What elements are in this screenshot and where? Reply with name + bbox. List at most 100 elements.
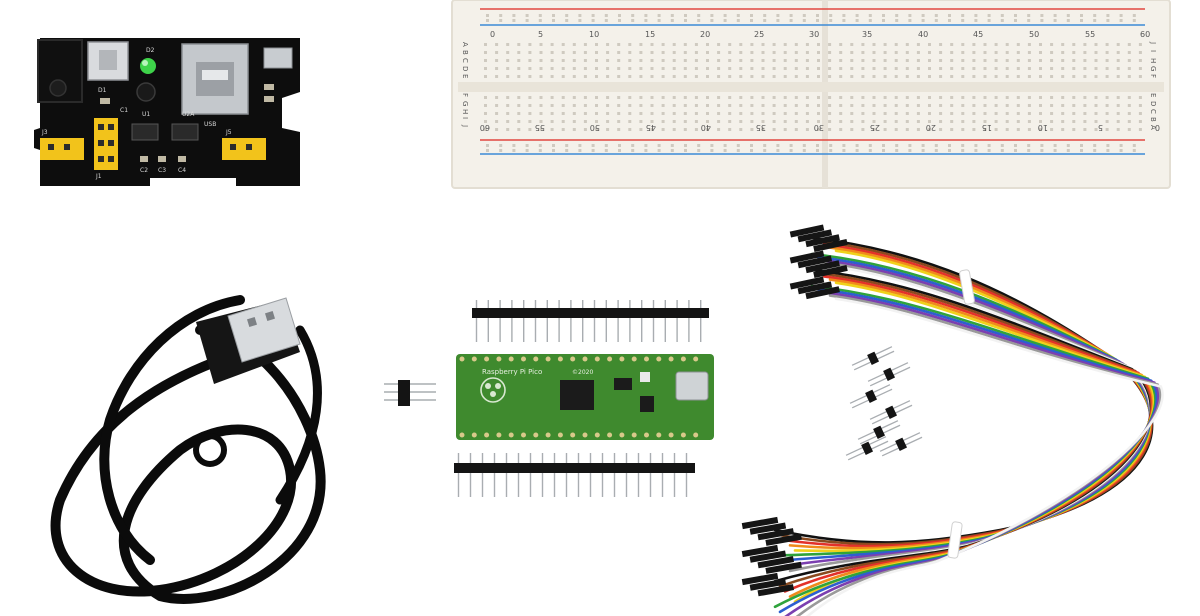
rail-hole bbox=[618, 144, 621, 147]
breadboard-hole bbox=[794, 51, 798, 54]
breadboard-hole bbox=[606, 96, 610, 99]
breadboard-hole bbox=[872, 67, 876, 70]
breadboard-hole bbox=[1061, 43, 1065, 46]
rail-hole bbox=[763, 14, 767, 17]
rail-hole bbox=[868, 14, 872, 17]
breadboard-hole bbox=[961, 128, 965, 131]
breadboard-hole bbox=[1105, 120, 1109, 123]
rail-hole bbox=[776, 14, 780, 17]
rail-hole bbox=[486, 14, 489, 17]
breadboard-hole bbox=[883, 43, 887, 46]
breadboard-hole bbox=[517, 128, 521, 131]
breadboard-number: 0 bbox=[490, 30, 495, 39]
rail-hole bbox=[934, 144, 938, 147]
breadboard-hole bbox=[1094, 112, 1098, 115]
breadboard-hole bbox=[683, 96, 687, 99]
rail-hole bbox=[816, 144, 819, 147]
breadboard-hole bbox=[717, 120, 721, 123]
breadboard-hole bbox=[728, 43, 732, 46]
breadboard-hole bbox=[1116, 51, 1120, 54]
breadboard-number: 50 bbox=[1029, 30, 1039, 39]
rail-hole bbox=[948, 144, 951, 147]
breadboard-hole bbox=[583, 128, 587, 131]
breadboard-hole bbox=[484, 128, 487, 131]
jumper-connector bbox=[749, 522, 787, 535]
breadboard-hole bbox=[928, 67, 931, 70]
breadboard-hole bbox=[1105, 59, 1109, 62]
usb-plug-hole bbox=[265, 311, 275, 321]
breadboard-hole bbox=[805, 43, 809, 46]
pico-pad bbox=[668, 356, 674, 362]
jumper-connector bbox=[789, 224, 825, 238]
breadboard-hole bbox=[750, 104, 754, 107]
breadboard-number: 60 bbox=[480, 123, 490, 132]
breadboard-hole bbox=[661, 43, 665, 46]
breadboard-hole bbox=[1127, 51, 1131, 54]
rail-hole bbox=[631, 14, 635, 17]
pico-brand-text: Raspberry Pi Pico bbox=[482, 368, 542, 376]
header-plastic bbox=[867, 351, 880, 365]
jumper-connector bbox=[741, 544, 779, 558]
breadboard-hole bbox=[628, 75, 632, 78]
breadboard-row-letters-right: J I H G F E D C B A bbox=[1149, 41, 1157, 130]
breadboard-hole bbox=[728, 75, 732, 78]
breadboard-hole bbox=[950, 51, 954, 54]
rail-hole bbox=[1132, 144, 1136, 147]
breadboard-hole bbox=[983, 128, 987, 131]
breadboard-hole bbox=[672, 128, 676, 131]
breadboard-hole bbox=[872, 104, 876, 107]
breadboard-hole bbox=[950, 75, 954, 78]
header-plastic bbox=[472, 308, 709, 318]
breadboard-hole bbox=[928, 120, 931, 123]
usb-cable-connector bbox=[193, 297, 301, 467]
breadboard-number: 25 bbox=[754, 30, 764, 39]
rail-hole bbox=[565, 144, 569, 147]
loose-header bbox=[869, 400, 913, 425]
usb-cable-tie bbox=[193, 433, 227, 467]
breadboard-hole bbox=[661, 128, 665, 131]
header-plastic bbox=[454, 463, 695, 473]
breadboard-hole bbox=[683, 120, 687, 123]
breadboard-hole bbox=[817, 104, 820, 107]
breadboard-hole bbox=[1005, 67, 1009, 70]
breadboard-hole bbox=[717, 112, 721, 115]
breadboard-hole bbox=[1083, 43, 1087, 46]
breadboard-hole bbox=[1083, 104, 1087, 107]
rail-hole bbox=[987, 19, 991, 22]
rail-hole bbox=[697, 14, 701, 17]
breadboard-hole bbox=[961, 43, 965, 46]
breadboard-hole bbox=[1005, 51, 1009, 54]
breadboard-hole bbox=[961, 120, 965, 123]
breadboard-hole bbox=[706, 75, 709, 78]
breadboard-hole bbox=[528, 67, 532, 70]
breadboard-hole bbox=[905, 104, 909, 107]
rail-hole bbox=[591, 19, 595, 22]
breadboard-hole bbox=[639, 43, 643, 46]
breadboard-hole bbox=[628, 43, 632, 46]
breadboard-hole bbox=[617, 128, 621, 131]
breadboard-hole bbox=[1039, 104, 1042, 107]
pico-micro-usb bbox=[675, 371, 709, 401]
pico-pad bbox=[680, 432, 686, 438]
pico-pad bbox=[582, 432, 588, 438]
jumper-connector bbox=[813, 265, 848, 278]
pico-pad bbox=[607, 432, 613, 438]
breadboard-hole bbox=[661, 75, 665, 78]
breadboard-hole bbox=[1105, 104, 1109, 107]
rail-hole bbox=[868, 144, 872, 147]
breadboard-hole bbox=[783, 112, 787, 115]
breadboard-row-letters-left: A B C D E F G H I J bbox=[461, 42, 469, 127]
breadboard-hole bbox=[1027, 128, 1031, 131]
breadboard-hole bbox=[972, 51, 976, 54]
breadboard-hole bbox=[761, 96, 765, 99]
pico-pad bbox=[619, 432, 625, 438]
breadboard-hole bbox=[583, 59, 587, 62]
pico-pad bbox=[668, 432, 674, 438]
breadboard-hole bbox=[528, 96, 532, 99]
breadboard-hole bbox=[650, 75, 654, 78]
breadboard-hole bbox=[961, 104, 965, 107]
breadboard-hole bbox=[939, 128, 943, 131]
breadboard-hole bbox=[1039, 59, 1042, 62]
rail-hole bbox=[565, 19, 569, 22]
usb-cable-loop bbox=[99, 295, 245, 565]
